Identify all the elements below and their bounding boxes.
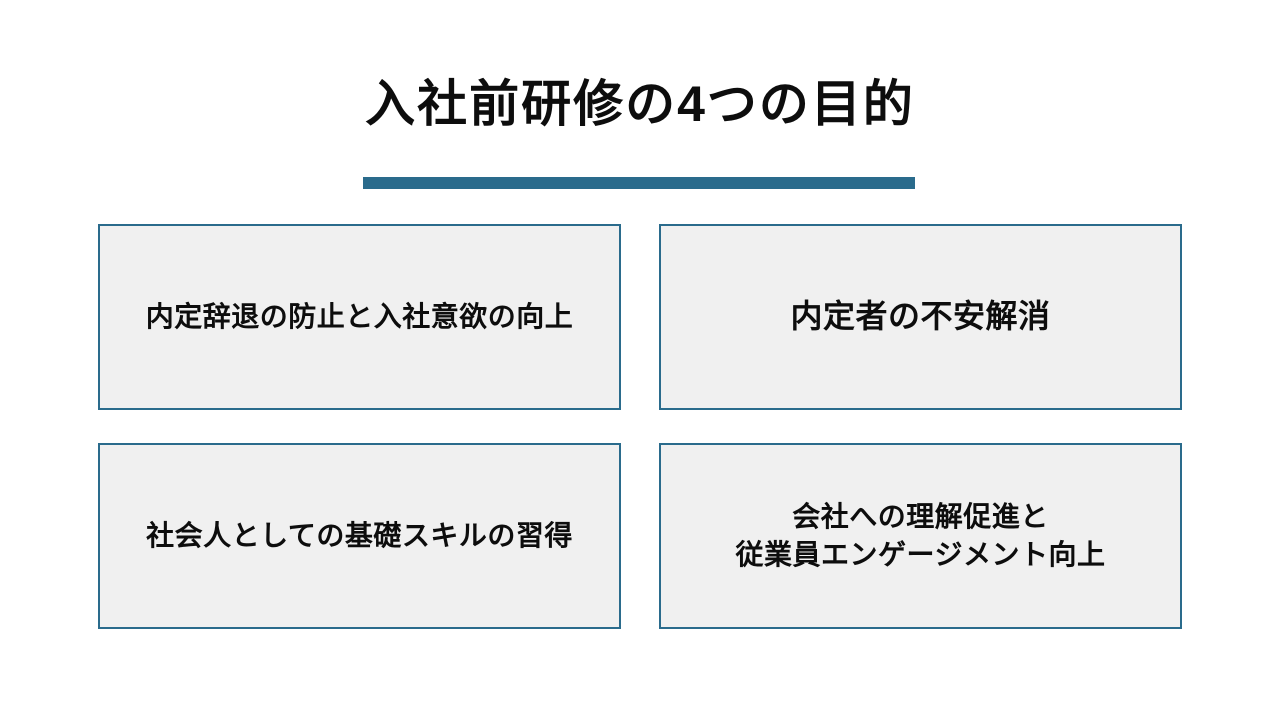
slide-title: 入社前研修の4つの目的 <box>365 76 915 132</box>
purpose-box-text: 内定者の不安解消 <box>790 298 1051 335</box>
purpose-box-text-line-2: 従業員エンゲージメント向上 <box>735 539 1106 570</box>
purpose-box-text: 社会人としての基礎スキルの習得 <box>146 520 573 552</box>
title-underline <box>363 177 915 189</box>
purpose-box-text: 内定辞退の防止と入社意欲の向上 <box>145 301 574 333</box>
purpose-box-offer-decline-prevention: 内定辞退の防止と入社意欲の向上 <box>98 224 621 410</box>
purpose-box-anxiety-relief: 内定者の不安解消 <box>659 224 1182 410</box>
purpose-box-text-line-1: 会社への理解促進と <box>792 501 1049 533</box>
purpose-box-basic-skills: 社会人としての基礎スキルの習得 <box>98 443 621 629</box>
purpose-box-company-understanding-engagement: 会社への理解促進と 従業員エンゲージメント向上 <box>659 443 1182 629</box>
